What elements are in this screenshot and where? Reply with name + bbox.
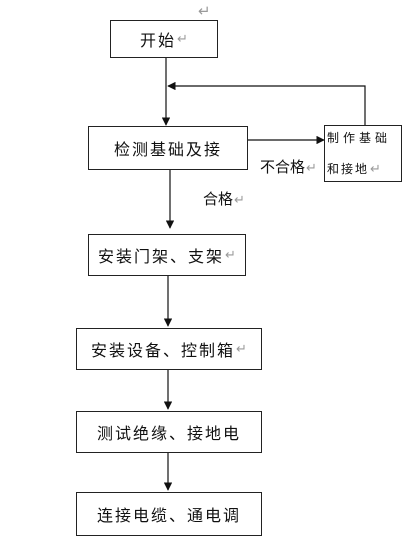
- return-mark-icon: ↵: [306, 161, 317, 176]
- step-start: 开始↵: [110, 20, 218, 58]
- label-fail-text: 不合格: [260, 158, 306, 176]
- rework-line1: 制作基础: [327, 131, 392, 145]
- step-test-label: 测试绝缘、接地电: [96, 424, 241, 443]
- step-start-label: 开始: [140, 31, 177, 50]
- rework-line2: 和接地: [327, 162, 370, 176]
- return-mark-icon: ↵: [177, 31, 188, 47]
- step-connect: 连接电缆、通电调: [76, 492, 262, 536]
- return-mark-icon: ↵: [234, 193, 245, 208]
- step-install-frame: 安装门架、支架↵: [88, 234, 246, 276]
- step-install-equipment-label: 安装设备、控制箱: [91, 341, 236, 360]
- step-install-frame-label: 安装门架、支架: [98, 247, 225, 266]
- return-mark-icon: ↵: [370, 162, 381, 177]
- return-mark-icon: ↵: [225, 247, 236, 263]
- return-mark-icon: ↵: [198, 2, 211, 20]
- label-pass-text: 合格: [203, 190, 234, 208]
- step-inspect-label: 检测基础及接: [113, 140, 222, 159]
- return-mark-icon: ↵: [236, 341, 247, 357]
- step-install-equipment: 安装设备、控制箱↵: [76, 328, 262, 370]
- step-test: 测试绝缘、接地电: [76, 411, 262, 453]
- step-inspect: 检测基础及接: [88, 126, 248, 170]
- step-connect-label: 连接电缆、通电调: [96, 506, 241, 525]
- arrow-rework-loop-back: [167, 81, 366, 125]
- rework-box: 制作基础 和接地↵: [324, 125, 402, 182]
- label-fail: 不合格↵: [260, 156, 317, 177]
- label-pass: 合格↵: [203, 188, 245, 209]
